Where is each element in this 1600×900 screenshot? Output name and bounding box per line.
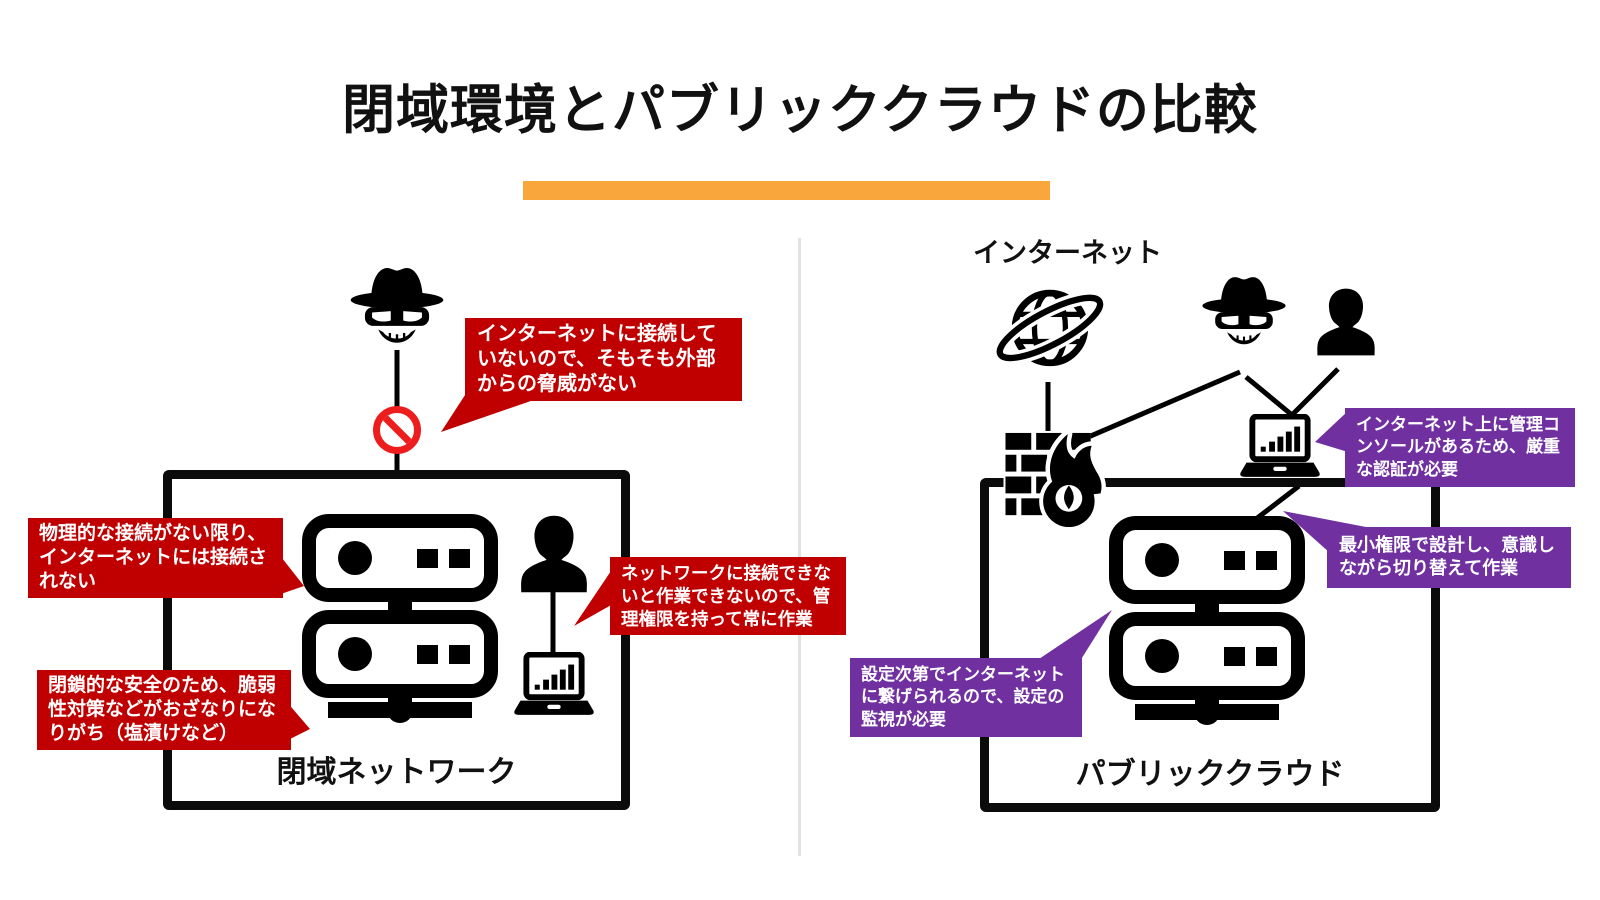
internet-label: インターネット (973, 238, 1162, 268)
title-underline (523, 181, 1050, 200)
public-cloud-label: パブリッククラウド (1075, 758, 1345, 791)
callout-settings-monitoring: 設定次第でインターネットに繋げられるので、設定の監視が必要 (850, 658, 1082, 738)
connector-person-to-console-laptop (1290, 367, 1340, 417)
callout-physical-connection: 物理的な接続がない限り、インターネットには接続されない (28, 518, 283, 599)
laptop-chart-icon (1240, 414, 1320, 477)
callout-closed-safety: 閉鎖的な安全のため、脆弱性対策などがおざなりになりがち（塩漬けなど） (37, 670, 291, 751)
connector-spy-to-console-laptop (1244, 375, 1294, 417)
callout-no-internet: インターネットに接続していないので、そもそも外部からの脅威がない (465, 318, 742, 401)
spy-icon (350, 267, 444, 343)
server-stack-icon (302, 514, 498, 723)
person-icon (1317, 288, 1375, 356)
person-icon (521, 515, 587, 593)
closed-network-label: 閉域ネットワーク (276, 756, 517, 789)
callout-admin-privilege: ネットワークに接続できないと作業できないので、管理権限を持って常に作業 (610, 557, 846, 636)
callout-least-privilege: 最小権限で設計し、意識しながら切り替えて作業 (1327, 527, 1571, 588)
server-stack-icon (1109, 516, 1305, 725)
callout-management-console: インターネット上に管理コンソールがあるため、厳重な認証が必要 (1345, 408, 1575, 488)
laptop-chart-icon (514, 652, 594, 715)
center-divider (798, 238, 801, 856)
spy-icon (1202, 277, 1286, 345)
firewall-flame-icon (1003, 429, 1106, 531)
page-title: 閉域環境とパブリッククラウドの比較 (342, 81, 1258, 140)
public-cloud-box: パブリッククラウド (980, 478, 1440, 812)
closed-network-box: 閉域ネットワーク (163, 470, 630, 810)
prohibition-icon (373, 406, 421, 454)
globe-orbit-icon (993, 289, 1107, 367)
